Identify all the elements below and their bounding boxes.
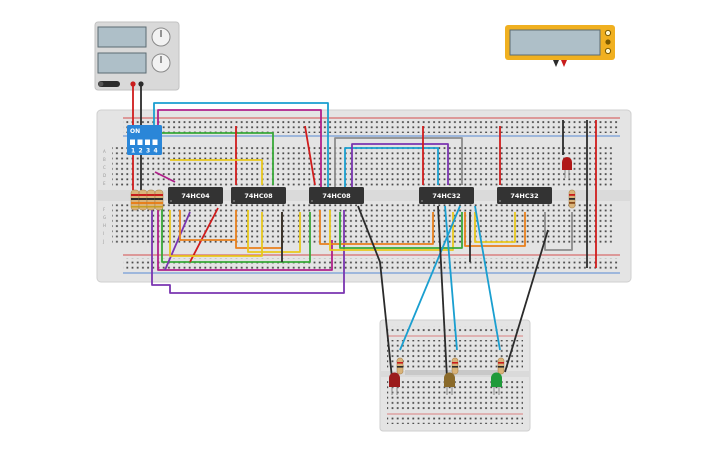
power-toggle[interactable] <box>98 81 120 87</box>
mode-button[interactable] <box>604 47 612 55</box>
indicator-led[interactable] <box>562 157 572 178</box>
wire[interactable] <box>164 211 191 271</box>
dip-toggle-4[interactable] <box>152 136 158 145</box>
chip-label: 74HC32 <box>432 192 460 200</box>
svg-text:J: J <box>102 239 104 244</box>
multimeter-display <box>509 29 601 56</box>
wire[interactable] <box>329 210 454 251</box>
multimeter[interactable] <box>505 25 615 67</box>
chip-label: 74HC32 <box>510 192 538 200</box>
wire[interactable] <box>399 205 461 351</box>
wire[interactable] <box>319 210 434 245</box>
voltage-display <box>97 26 147 48</box>
wire[interactable] <box>151 205 345 294</box>
pull-down-resistors <box>130 189 164 211</box>
wiring[interactable] <box>132 86 597 379</box>
wire[interactable] <box>474 205 501 351</box>
ic-chip-3[interactable]: 74HC08 <box>309 187 364 204</box>
wire[interactable] <box>351 143 449 190</box>
svg-text:G: G <box>103 215 106 220</box>
negative-terminal[interactable] <box>138 81 144 87</box>
ic-chip-2[interactable]: 74HC08 <box>231 187 286 204</box>
ic-chip-5[interactable]: 74HC32 <box>497 187 552 204</box>
svg-text:F: F <box>103 207 106 212</box>
wire[interactable] <box>179 210 236 241</box>
wire[interactable] <box>444 205 458 351</box>
wire[interactable] <box>474 212 516 243</box>
ic-chip-1[interactable]: 74HC04 <box>168 187 223 204</box>
power-supply[interactable] <box>94 21 180 91</box>
wire[interactable] <box>189 207 219 263</box>
current-display <box>97 52 147 74</box>
wire[interactable] <box>304 125 316 186</box>
output-led-green[interactable] <box>491 372 502 396</box>
output-resistor <box>497 357 505 375</box>
wire[interactable] <box>169 210 263 257</box>
svg-text:I: I <box>103 231 104 236</box>
wire[interactable] <box>504 229 549 373</box>
mode-button[interactable] <box>604 29 612 37</box>
wire[interactable] <box>357 205 393 379</box>
wire[interactable] <box>154 171 176 183</box>
wire[interactable] <box>157 210 333 271</box>
dip-toggle-1[interactable] <box>130 136 135 145</box>
dip-switch[interactable]: ON 1 2 3 4 <box>127 125 162 155</box>
svg-text:B: B <box>103 157 106 162</box>
svg-text:C: C <box>103 165 106 170</box>
dip-number: 4 <box>154 148 158 155</box>
dip-toggle-3[interactable] <box>145 136 150 145</box>
wire[interactable] <box>464 212 526 247</box>
ic-chip-4[interactable]: 74HC32 <box>419 187 474 204</box>
dip-number: 1 <box>131 148 135 155</box>
output-led-red[interactable] <box>389 372 400 396</box>
wire[interactable] <box>344 147 439 190</box>
mode-button[interactable] <box>605 39 611 45</box>
output-led-yellow[interactable] <box>444 372 455 396</box>
svg-text:A: A <box>103 149 106 154</box>
svg-text:E: E <box>103 181 106 186</box>
dip-number: 3 <box>146 148 150 155</box>
svg-text:D: D <box>103 173 106 178</box>
dip-number: 2 <box>139 148 143 155</box>
indicator-resistor <box>568 189 576 209</box>
wire[interactable] <box>437 205 448 379</box>
wire[interactable] <box>339 212 463 249</box>
probe-black[interactable] <box>553 60 559 67</box>
probe-red[interactable] <box>561 60 567 67</box>
chip-label: 74HC08 <box>322 192 351 200</box>
dip-toggle-2[interactable] <box>137 136 143 145</box>
wire[interactable] <box>170 159 263 185</box>
chip-label: 74HC04 <box>181 192 210 200</box>
chip-label: 74HC08 <box>244 192 273 200</box>
positive-terminal[interactable] <box>130 81 136 87</box>
wire[interactable] <box>334 137 463 190</box>
wire[interactable] <box>247 210 301 253</box>
output-resistor <box>451 357 459 375</box>
dip-switch-on-label: ON <box>130 128 140 135</box>
wire[interactable] <box>544 212 573 251</box>
wire[interactable] <box>161 206 311 263</box>
svg-text:H: H <box>103 223 106 228</box>
output-resistor <box>396 357 404 375</box>
